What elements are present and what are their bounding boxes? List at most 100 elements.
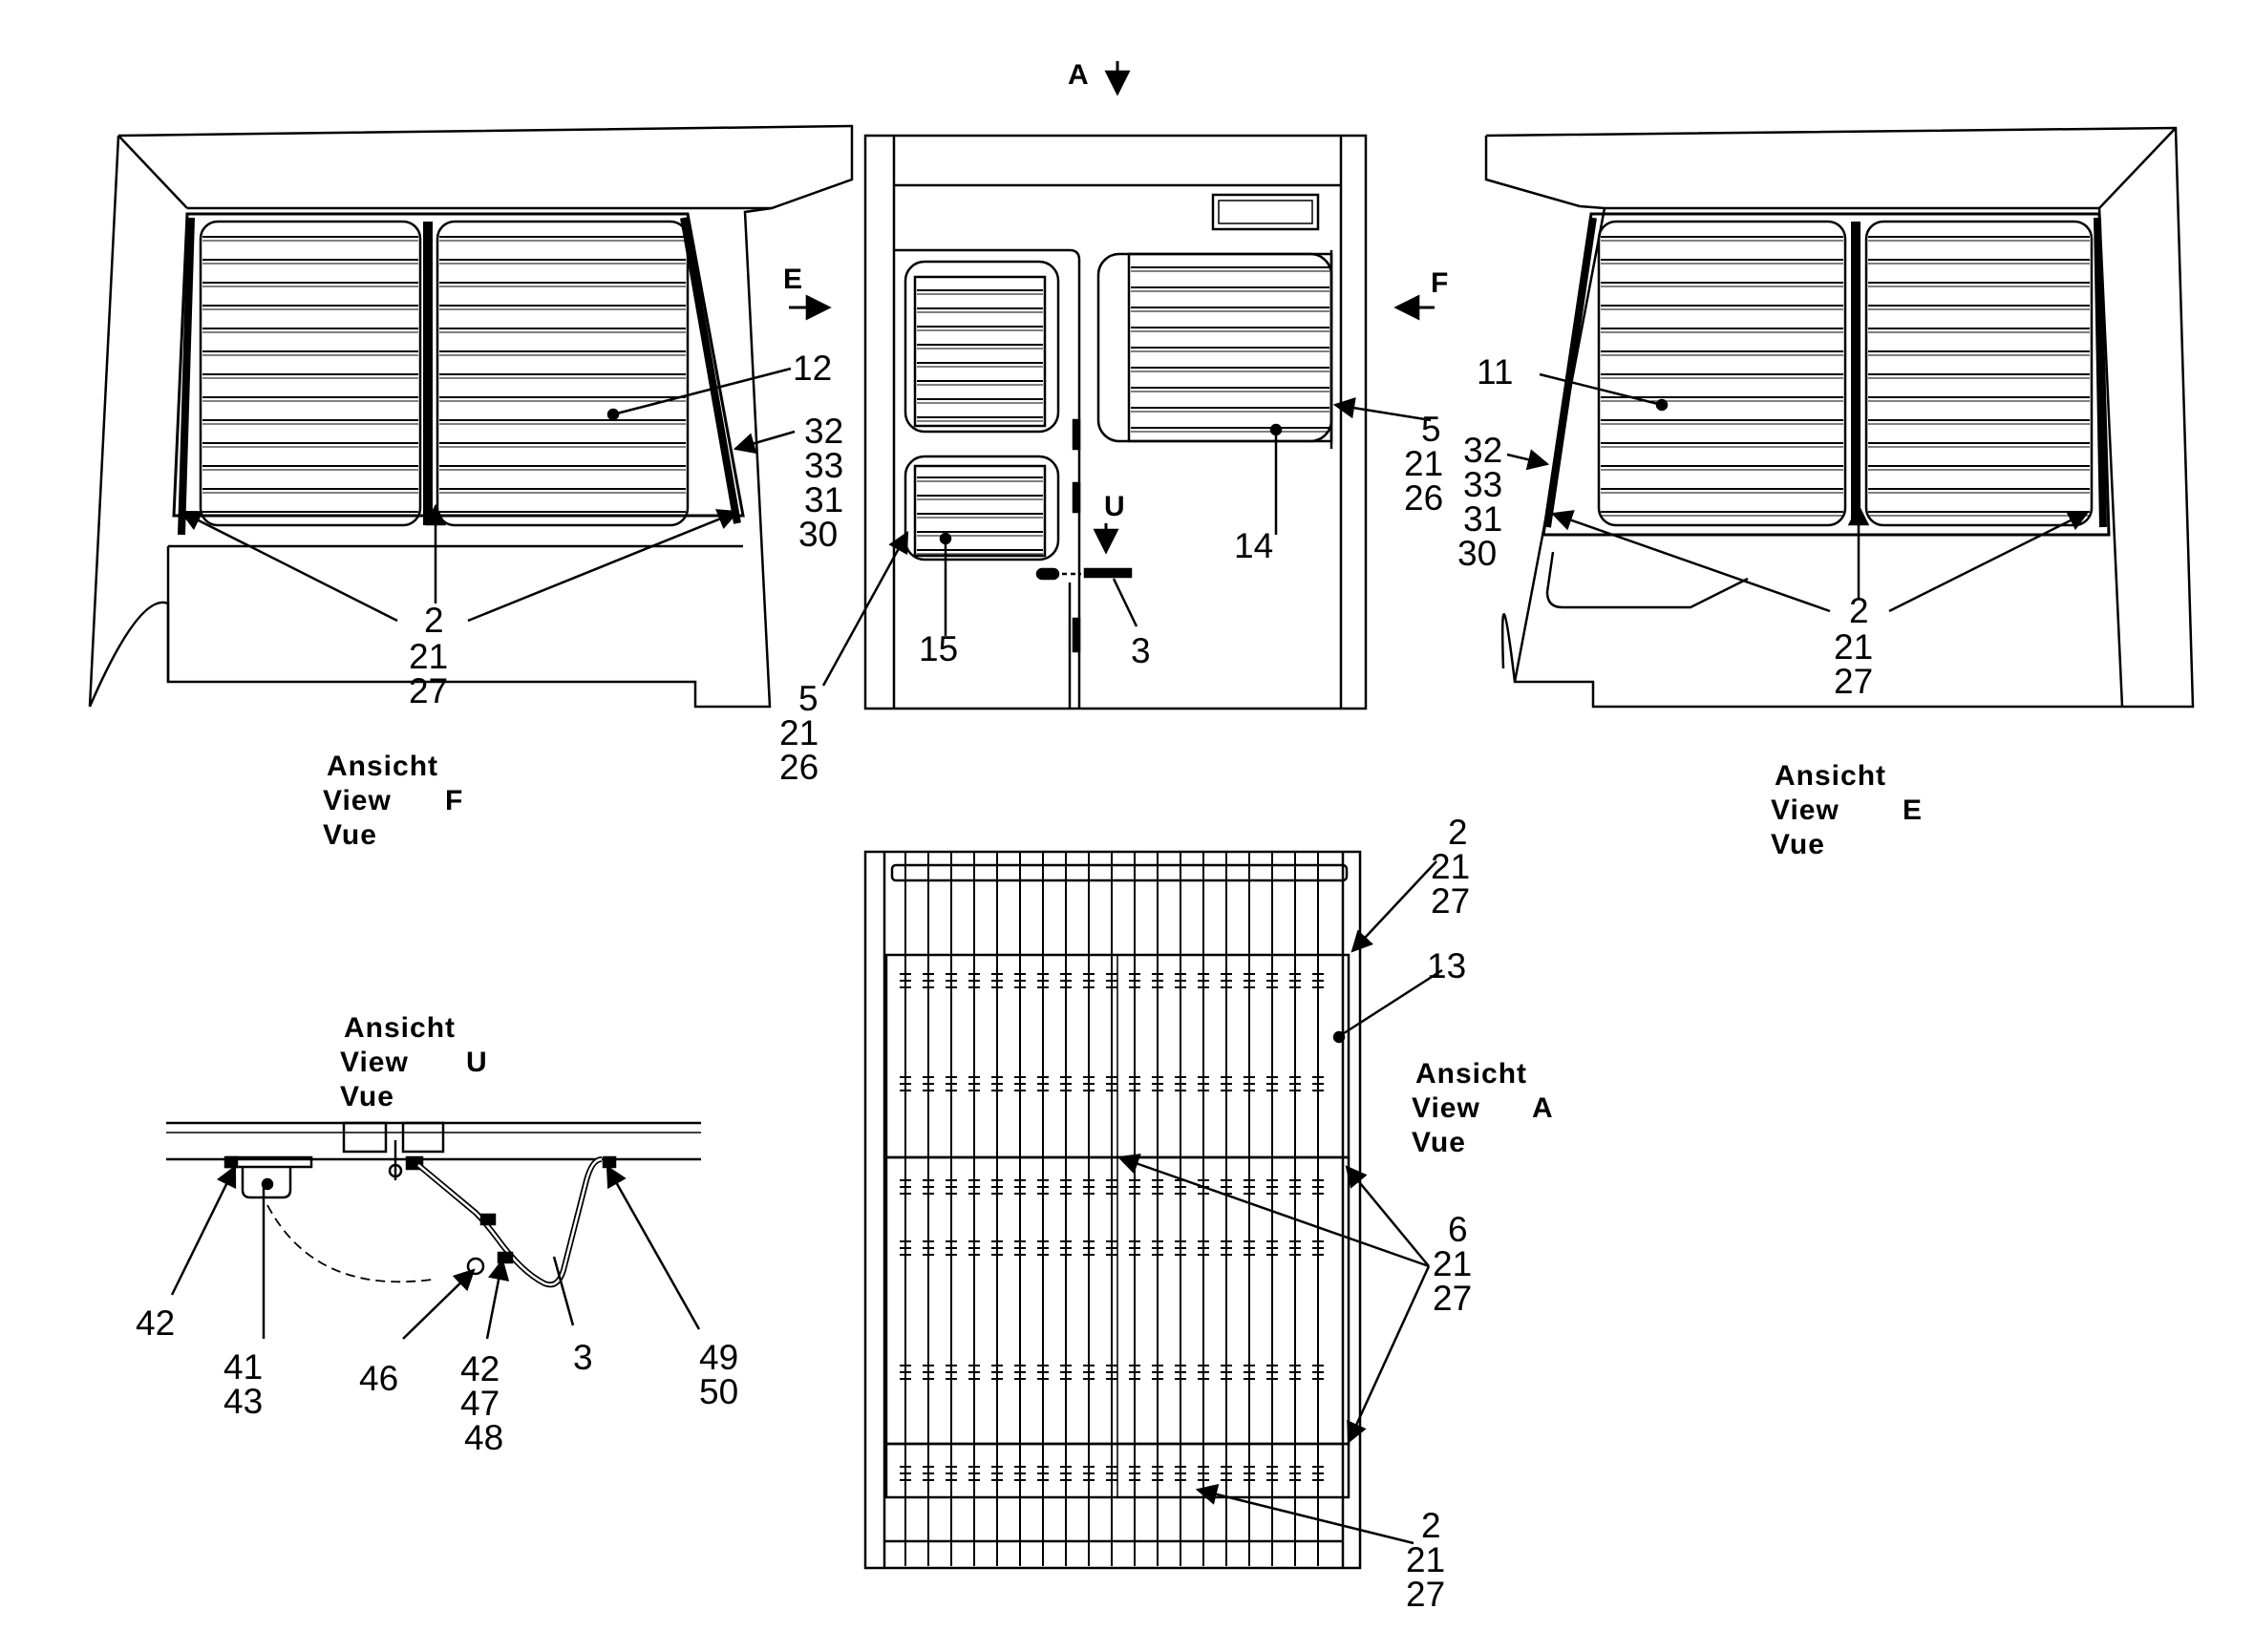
callout-2-bottom: 2 (1421, 1506, 1441, 1545)
callout-47: 47 (460, 1384, 500, 1423)
callout-42-left: 42 (136, 1303, 175, 1343)
callout-41: 41 (223, 1347, 263, 1387)
callout-31: 31 (804, 480, 843, 519)
view-e-housing (1484, 126, 2195, 709)
caption-ansicht: Ansicht (327, 751, 438, 782)
callout-21-top: 21 (1431, 847, 1470, 886)
marker-u-label: U (1104, 491, 1126, 522)
callout-3: 3 (573, 1338, 593, 1377)
callout-32: 32 (1463, 431, 1502, 470)
front-callouts: 5 21 26 14 15 3 5 21 26 (779, 410, 1443, 787)
callout-42-right: 42 (460, 1349, 500, 1388)
marker-a-label: A (1068, 59, 1090, 91)
front-radiator-large (1096, 252, 1333, 443)
callout-6: 6 (1448, 1210, 1468, 1249)
callout-14: 14 (1234, 526, 1273, 565)
callout-13: 13 (1427, 946, 1466, 985)
callout-5-left: 5 (798, 679, 819, 718)
callout-27-bottom: 27 (1406, 1575, 1445, 1614)
callout-2: 2 (1849, 591, 1869, 630)
callout-21-bottom: 21 (1406, 1540, 1445, 1579)
callout-5-right: 5 (1421, 410, 1441, 449)
caption-letter: U (466, 1047, 488, 1078)
view-f-caption: Ansicht View Vue F (323, 751, 463, 851)
front-details (1035, 418, 1133, 653)
callout-26-left: 26 (779, 748, 819, 787)
callout-48: 48 (464, 1418, 503, 1457)
callout-21-right: 21 (1404, 444, 1443, 483)
view-f: 12 32 33 31 30 2 21 27 Ansicht View Vue … (88, 124, 854, 851)
callout-21: 21 (409, 637, 448, 676)
view-f-fins (202, 236, 686, 517)
view-u-assembly (166, 1121, 701, 1288)
view-u-leaders (170, 1164, 701, 1340)
caption-letter: F (445, 785, 463, 816)
callout-26-right: 26 (1404, 478, 1443, 518)
front-frame (863, 134, 1368, 710)
callout-46: 46 (359, 1359, 398, 1398)
caption-ansicht: Ansicht (344, 1012, 456, 1044)
view-e-leaders (1506, 372, 2091, 613)
caption-vue: Vue (340, 1081, 394, 1112)
view-a-leaders (1116, 860, 1443, 1545)
callout-27-top: 27 (1431, 881, 1470, 921)
callout-3-front: 3 (1131, 631, 1151, 670)
view-u: Ansicht View Vue U (136, 1012, 738, 1457)
callout-21: 21 (1834, 627, 1873, 667)
view-a: 2 21 27 13 6 21 27 2 21 27 Ansicht View … (863, 813, 1554, 1614)
caption-view: View (323, 785, 392, 816)
caption-ansicht: Ansicht (1415, 1058, 1527, 1090)
callout-27-mid: 27 (1433, 1279, 1472, 1318)
callout-33: 33 (804, 446, 843, 485)
caption-letter: A (1532, 1092, 1554, 1124)
marker-f-label: F (1431, 267, 1449, 299)
view-f-leaders (179, 367, 796, 623)
view-e: 11 32 33 31 30 2 21 27 Ansicht View Vue … (1457, 126, 2195, 860)
marker-e-label: E (783, 264, 803, 295)
callout-27: 27 (409, 671, 448, 710)
caption-view: View (1771, 794, 1839, 826)
view-a-tubes (900, 852, 1324, 1566)
callout-30: 30 (798, 515, 838, 554)
view-u-callouts: 42 41 43 46 42 47 48 3 49 50 (136, 1303, 738, 1457)
callout-49: 49 (699, 1338, 738, 1377)
callout-12: 12 (793, 349, 832, 388)
callout-15: 15 (919, 629, 958, 668)
front-radiator-small-lower (904, 455, 1060, 561)
front-fins-small-lower (917, 477, 1043, 555)
callout-50: 50 (699, 1372, 738, 1411)
caption-vue: Vue (323, 819, 377, 851)
view-a-callouts: 2 21 27 13 6 21 27 2 21 27 (1406, 813, 1472, 1614)
callout-33: 33 (1463, 465, 1502, 504)
front-fins-small-upper (917, 289, 1043, 422)
front-view: 5 21 26 14 15 3 5 21 26 (779, 134, 1443, 787)
callout-2: 2 (424, 601, 444, 640)
caption-ansicht: Ansicht (1775, 760, 1886, 792)
direction-markers: A E F U (783, 59, 1449, 555)
callout-11: 11 (1477, 352, 1513, 392)
view-e-fins (1601, 236, 2090, 517)
caption-view: View (1412, 1092, 1480, 1124)
view-f-callouts: 12 32 33 31 30 2 21 27 (409, 349, 843, 710)
callout-21-mid: 21 (1433, 1244, 1472, 1283)
caption-letter: E (1903, 794, 1923, 826)
callout-2-top: 2 (1448, 813, 1468, 852)
view-f-radiator (172, 212, 745, 536)
view-e-radiator (1542, 212, 2111, 537)
callout-43: 43 (223, 1382, 263, 1421)
view-u-caption: Ansicht View Vue U (340, 1012, 488, 1112)
front-fins-large (1131, 266, 1329, 433)
callout-30: 30 (1457, 534, 1497, 573)
front-leaders (821, 397, 1432, 687)
callout-27: 27 (1834, 662, 1873, 701)
caption-vue: Vue (1771, 829, 1825, 860)
front-radiator-small-upper (904, 260, 1060, 434)
caption-vue: Vue (1412, 1127, 1466, 1158)
callout-21-left: 21 (779, 713, 819, 752)
caption-view: View (340, 1047, 409, 1078)
callout-31: 31 (1463, 499, 1502, 539)
view-a-caption: Ansicht View Vue A (1412, 1058, 1554, 1158)
view-e-caption: Ansicht View Vue E (1771, 760, 1923, 860)
view-e-callouts: 11 32 33 31 30 2 21 27 (1457, 352, 1873, 701)
